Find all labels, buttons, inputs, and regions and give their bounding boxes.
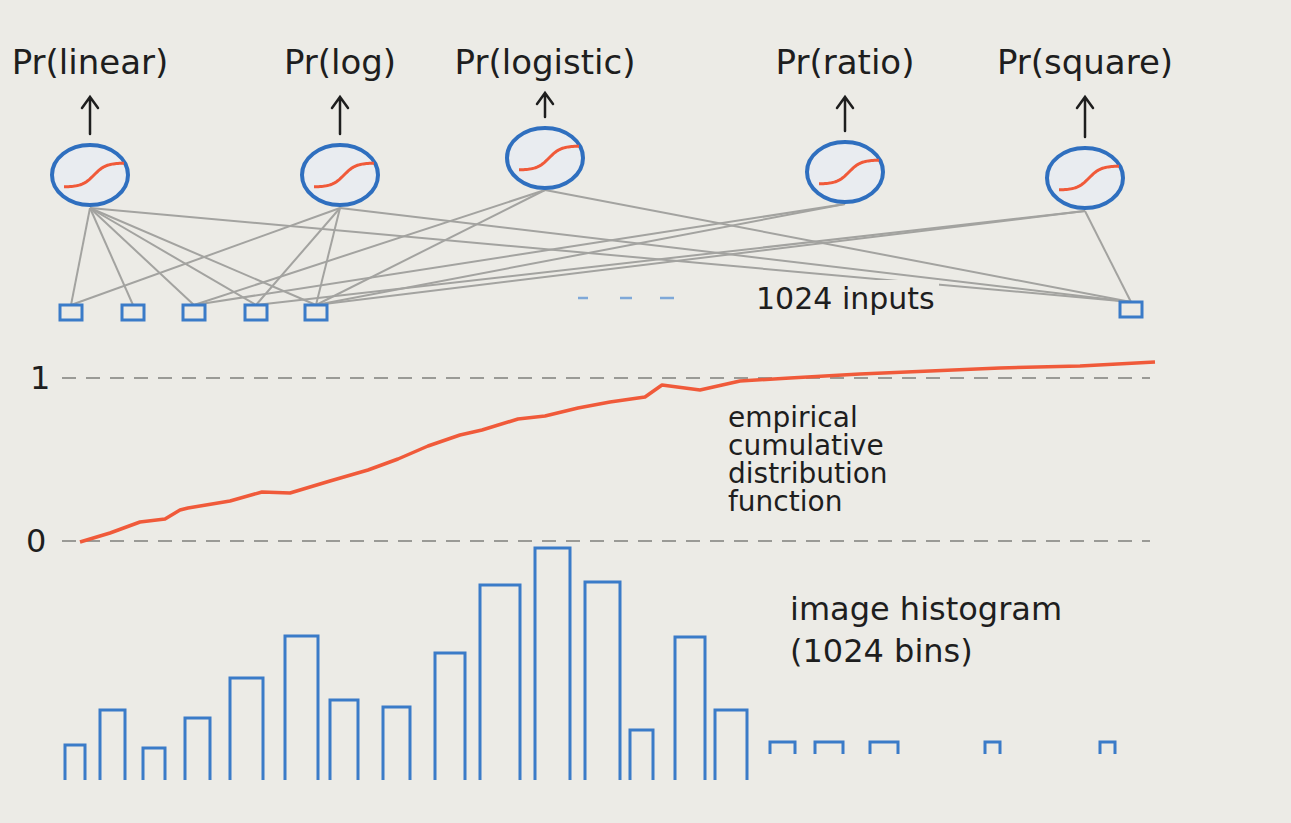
neuron-ellipse [52, 145, 128, 205]
sigmoid-curve [314, 163, 374, 187]
sigmoid-curve [1059, 166, 1119, 190]
neuron-circle: Pr(ratio) [805, 140, 885, 204]
axis-tick: 0 [26, 523, 46, 559]
neuron-outline [300, 143, 380, 207]
neuron-ellipse [1047, 148, 1123, 208]
curve-label: empirical cumulative distribution functi… [724, 404, 892, 516]
neuron-circle: Pr(square) [1045, 146, 1125, 210]
axis-tick: 1 [30, 360, 50, 396]
output-label: Pr(log) [284, 42, 396, 82]
output-arrows [82, 93, 1093, 137]
neuron-outline [805, 140, 885, 204]
output-label: Pr(linear) [12, 42, 169, 82]
histogram-label: image histogram (1024 bins) [790, 588, 1120, 672]
connection-lines [71, 190, 1131, 305]
output-label: Pr(logistic) [455, 42, 636, 82]
sigmoid-curve [819, 160, 879, 184]
neuron-circle: Pr(log) [300, 143, 380, 207]
input-count: 1024 inputs [752, 280, 939, 318]
output-label: Pr(square) [997, 42, 1173, 82]
neuron-outline [50, 143, 130, 207]
neuron-outline [505, 126, 585, 190]
sigmoid-curve [519, 146, 579, 170]
neuron-ellipse [302, 145, 378, 205]
neuron-ellipse [507, 128, 583, 188]
neuron-outline [1045, 146, 1125, 210]
neuron-circle: Pr(linear) [50, 143, 130, 207]
sigmoid-curve [64, 163, 124, 187]
neuron-ellipse [807, 142, 883, 202]
input-squares [60, 302, 1142, 320]
ellipsis-dashes [578, 297, 674, 300]
cdf-curve [80, 362, 1155, 542]
output-label: Pr(ratio) [776, 42, 915, 82]
neuron-circle: Pr(logistic) [505, 126, 585, 190]
